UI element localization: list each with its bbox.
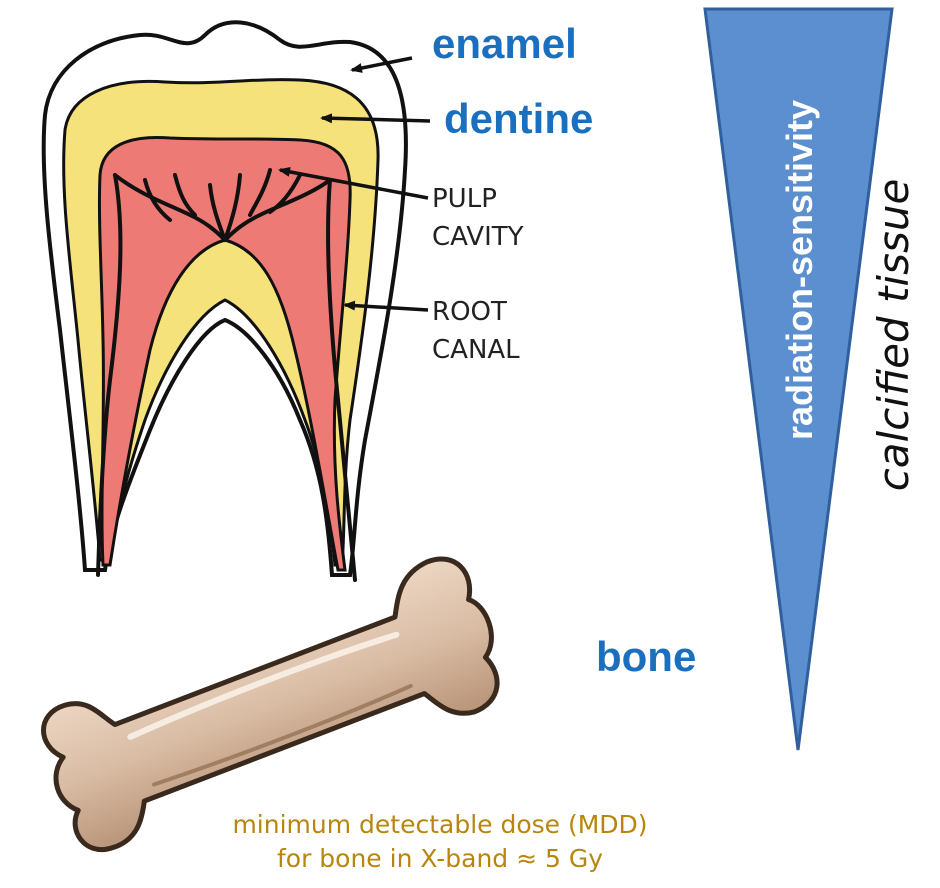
mdd-note-line2: for bone in X-band ≈ 5 Gy: [150, 842, 730, 876]
dentine-label: dentine: [444, 95, 593, 142]
root-canal-label-line2: CANAL: [432, 335, 520, 365]
mdd-note: minimum detectable dose (MDD) for bone i…: [150, 808, 730, 876]
mdd-note-line1: minimum detectable dose (MDD): [150, 808, 730, 842]
tooth-icon: [44, 22, 406, 580]
pulp-cavity-label-line2: CAVITY: [432, 222, 524, 252]
pulp-cavity-label-line1: PULP: [432, 184, 497, 214]
root-canal-label-line1: ROOT: [432, 297, 507, 327]
radiation-sensitivity-label: radiation-sensitivity: [779, 100, 820, 440]
bone-label: bone: [596, 633, 696, 680]
tooth-pulp: [99, 137, 350, 570]
enamel-label: enamel: [432, 20, 577, 67]
calcified-tissue-label: calcified tissue: [869, 179, 918, 492]
